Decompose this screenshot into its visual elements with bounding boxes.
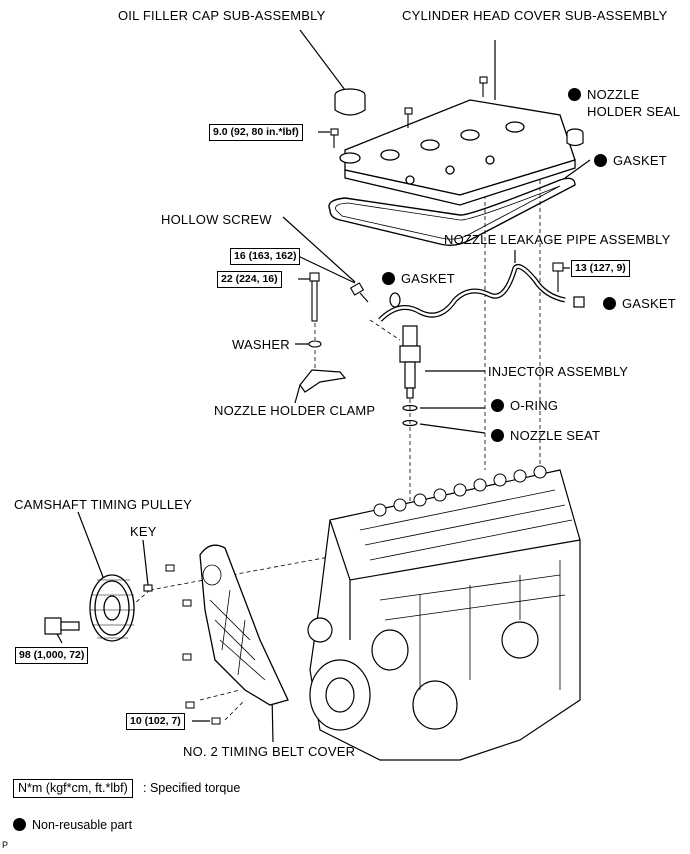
- non-reusable-icon: [568, 88, 581, 101]
- non-reusable-icon: [603, 297, 616, 310]
- pulley-bolt-drawing: [44, 617, 80, 635]
- label-gasket-cover: GASKET: [594, 153, 667, 168]
- label-nozzle-holder-seal: NOZZLE: [568, 87, 639, 102]
- label-nozzle-holder-clamp: NOZZLE HOLDER CLAMP: [214, 403, 376, 418]
- legend-torque-desc: : Specified torque: [143, 781, 241, 795]
- label-nozzle-seat: NOZZLE SEAT: [491, 428, 600, 443]
- label-no2-timing-belt-cover: NO. 2 TIMING BELT COVER: [183, 744, 356, 759]
- key-drawing: [143, 584, 153, 592]
- non-reusable-icon: [382, 272, 395, 285]
- leader-gasket-cover: [564, 159, 591, 179]
- leader-seat: [419, 423, 486, 434]
- non-reusable-icon: [13, 818, 26, 831]
- cover-gasket-drawing: [328, 177, 576, 247]
- hollow-screw-drawing: [349, 282, 369, 303]
- torque-clamp-bolt: 22 (224, 16): [217, 271, 282, 288]
- leader-torque-2: [297, 255, 356, 284]
- washer-drawing: [308, 340, 322, 348]
- label-nozzle-holder-seal-line2: HOLDER SEAL: [587, 104, 681, 119]
- o-ring-drawing: [402, 404, 418, 412]
- label-washer: WASHER: [232, 337, 290, 352]
- label-o-ring: O-RING: [491, 398, 558, 413]
- clamp-bolt-drawing: [309, 272, 320, 322]
- label-hollow-screw: HOLLOW SCREW: [161, 212, 272, 227]
- label-key: KEY: [130, 524, 157, 539]
- leader-key: [142, 539, 149, 586]
- torque-belt-cover-bolt: 10 (102, 7): [126, 713, 185, 730]
- torque-pulley-bolt: 98 (1,000, 72): [15, 647, 89, 664]
- torque-hollow-screw: 16 (163, 162): [230, 248, 301, 265]
- non-reusable-icon: [594, 154, 607, 167]
- label-injector-assembly: INJECTOR ASSEMBLY: [488, 364, 629, 379]
- nozzle-holder-clamp-drawing: [299, 369, 347, 393]
- label-gasket-left: GASKET: [382, 271, 455, 286]
- label-gasket-right: GASKET: [603, 296, 676, 311]
- injector-drawing: [399, 325, 421, 399]
- label-cylinder-head-cover: CYLINDER HEAD COVER SUB-ASSEMBLY: [402, 8, 668, 23]
- leader-clamp: [294, 384, 301, 404]
- torque-cover-bolt: 9.0 (92, 80 in.*lbf): [209, 124, 303, 141]
- footer-code: P: [2, 840, 9, 850]
- engine-block-drawing: [307, 469, 581, 761]
- nozzle-holder-seal-drawing: [566, 128, 584, 147]
- legend-non-reusable: Non-reusable part: [13, 818, 132, 832]
- leader-hollow-screw: [282, 216, 356, 283]
- torque-pipe-bolt: 13 (127, 9): [571, 260, 630, 277]
- label-nozzle-leakage-pipe: NOZZLE LEAKAGE PIPE ASSEMBLY: [444, 232, 671, 247]
- gasket-right-drawing: [573, 296, 585, 308]
- cylinder-head-cover-drawing: [339, 99, 576, 206]
- non-reusable-icon: [491, 399, 504, 412]
- legend-torque-unit: N*m (kgf*cm, ft.*lbf): [13, 779, 133, 798]
- nozzle-seat-drawing: [402, 419, 418, 427]
- camshaft-pulley-drawing: [89, 574, 135, 642]
- label-oil-filler-cap: OIL FILLER CAP SUB-ASSEMBLY: [118, 8, 326, 23]
- non-reusable-icon: [491, 429, 504, 442]
- label-camshaft-timing-pulley: CAMSHAFT TIMING PULLEY: [14, 497, 193, 512]
- leader-oil-cap: [299, 29, 346, 91]
- gasket-left-drawing: [389, 292, 401, 308]
- oil-filler-cap-drawing: [334, 88, 366, 116]
